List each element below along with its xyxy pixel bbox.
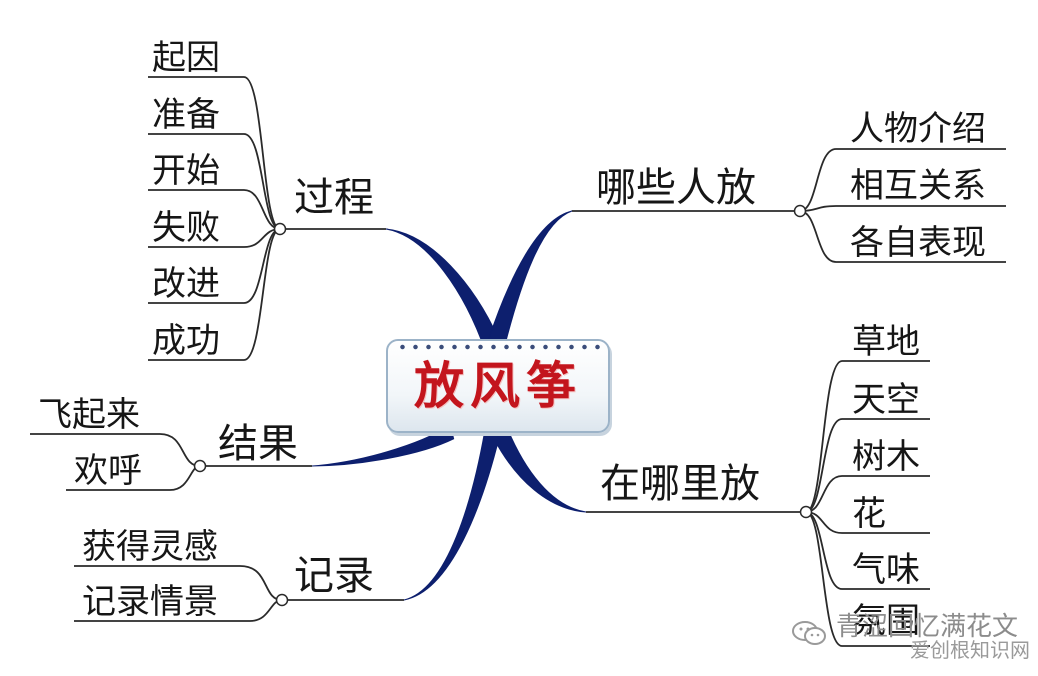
watermark-bottom-text: 爱创根知识网 [910,638,1030,662]
wechat-icon [792,621,826,645]
trunk-process [385,228,500,352]
leaf-process-cause: 起因 [152,38,220,78]
trunk-who [487,210,573,351]
joint-where [799,505,813,519]
leaf-line-process-1 [148,133,281,230]
trunk-result [311,424,455,467]
joint-record [275,593,289,607]
leaf-process-prepare: 准备 [152,95,220,135]
leaf-line-where-5 [805,511,930,647]
leaf-line-where-0 [805,360,930,513]
leaf-who-intro: 人物介绍 [850,109,986,149]
leaf-line-who-0 [799,148,1006,212]
watermark-top-text: 青涩回忆满花文 [836,612,1019,642]
trunk-record [403,429,500,601]
leaf-line-process-5 [148,228,281,361]
leaf-where-smell: 气味 [852,550,920,590]
leaf-process-fail: 失败 [152,208,220,248]
center-title: 放风筝 [414,356,582,415]
branch-label-who: 哪些人放 [596,165,756,211]
leaf-process-success: 成功 [152,321,220,361]
joint-result [193,459,207,473]
leaf-line-who-1 [799,205,1006,212]
leaf-where-grass: 草地 [852,322,920,362]
branch-label-where: 在哪里放 [600,461,760,507]
joint-who [793,204,807,218]
leaf-line-process-4 [148,228,281,304]
leaf-where-mood: 氛围 [852,601,920,641]
leaf-process-start: 开始 [152,151,220,191]
leaf-process-improve: 改进 [152,264,220,304]
leaf-result-fly: 飞起来 [38,395,140,435]
branch-label-record: 记录 [294,553,374,599]
leaf-result-cheer: 欢呼 [74,451,142,491]
leaf-where-trees: 树木 [852,437,920,477]
watermark: 青涩回忆满花文 爱创根知识网 [792,608,1032,662]
center-node-rings [396,343,600,351]
branch-label-process: 过程 [294,175,374,221]
leaf-line-where-1 [805,418,930,513]
leaf-record-inspiration: 获得灵感 [82,527,218,567]
leaf-who-behavior: 各自表现 [850,223,986,263]
center-node: 放风筝 [386,339,610,433]
leaf-line-where-4 [805,511,930,590]
leaf-who-relation: 相互关系 [850,166,986,206]
leaf-line-process-0 [148,76,281,230]
trunk-where [493,424,587,513]
leaf-record-scene: 记录情景 [82,582,218,622]
leaf-where-sky: 天空 [852,380,920,420]
joint-process [273,222,287,236]
leaf-where-flower: 花 [852,494,886,534]
branch-label-result: 结果 [218,421,298,467]
